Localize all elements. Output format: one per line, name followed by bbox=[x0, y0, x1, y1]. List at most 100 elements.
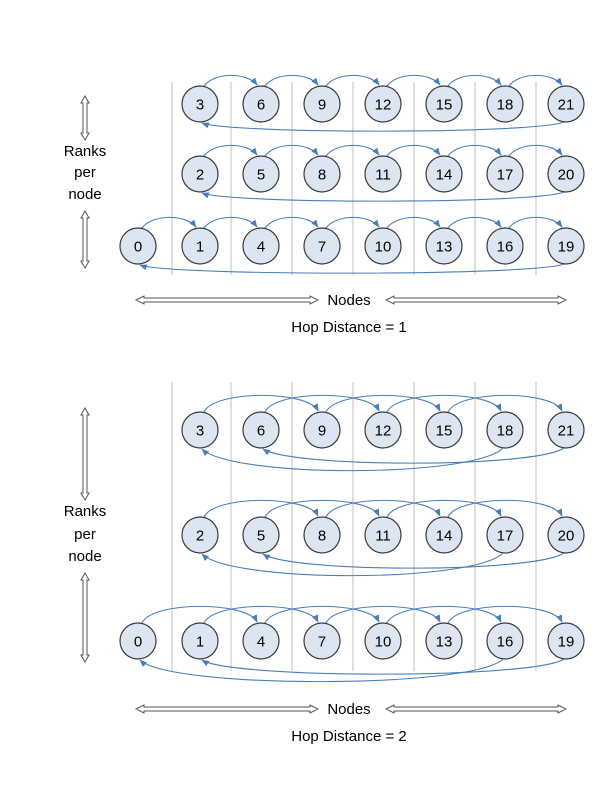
rank-node: 21 bbox=[547, 411, 585, 449]
rank-node-label: 1 bbox=[196, 239, 204, 256]
rank-node: 10 bbox=[364, 227, 402, 265]
rank-node: 8 bbox=[303, 516, 341, 554]
rank-node-label: 18 bbox=[497, 423, 514, 440]
rank-node-circle bbox=[181, 516, 219, 554]
rank-node-label: 4 bbox=[257, 634, 265, 651]
ranks-per-node-label: node bbox=[68, 186, 101, 203]
ring-arrow bbox=[264, 216, 319, 229]
rank-node: 16 bbox=[486, 622, 524, 660]
rank-node: 8 bbox=[303, 155, 341, 193]
rank-node-circle bbox=[364, 227, 402, 265]
rank-node-label: 12 bbox=[375, 423, 392, 440]
rank-row: 3 6 9 12 15 18 21 bbox=[181, 394, 585, 472]
ring-arrow bbox=[203, 499, 319, 518]
rank-node-label: 11 bbox=[375, 167, 391, 184]
rank-node-label: 17 bbox=[497, 528, 514, 545]
rank-node-label: 9 bbox=[318, 423, 326, 440]
rank-node-label: 3 bbox=[196, 97, 204, 114]
ring-arrow bbox=[203, 216, 258, 229]
ring-arrow bbox=[203, 144, 258, 157]
rank-node-label: 14 bbox=[436, 528, 453, 545]
rank-node-label: 10 bbox=[375, 634, 392, 651]
rank-node-label: 14 bbox=[436, 167, 453, 184]
rank-node-circle bbox=[364, 155, 402, 193]
rank-node-label: 8 bbox=[318, 167, 326, 184]
rank-node-circle bbox=[486, 85, 524, 123]
rank-node: 4 bbox=[242, 227, 280, 265]
rank-node-label: 9 bbox=[318, 97, 326, 114]
rank-node-label: 4 bbox=[257, 239, 265, 256]
ring-arrow bbox=[325, 394, 441, 413]
rank-node: 14 bbox=[425, 516, 463, 554]
rank-node: 11 bbox=[364, 155, 402, 193]
rank-node-circle bbox=[364, 85, 402, 123]
rank-node-circle bbox=[547, 411, 585, 449]
rank-node-label: 7 bbox=[318, 239, 326, 256]
rank-node: 3 bbox=[181, 411, 219, 449]
rank-node-label: 6 bbox=[257, 97, 265, 114]
ranks-per-node-label: node bbox=[68, 548, 101, 565]
rank-node-circle bbox=[181, 622, 219, 660]
wraparound-arrow bbox=[139, 658, 504, 683]
rank-node: 15 bbox=[425, 85, 463, 123]
nodes-label: Nodes bbox=[327, 701, 370, 718]
nodes-axis-arrow-left bbox=[134, 704, 320, 714]
rank-node-label: 13 bbox=[436, 239, 453, 256]
rank-node: 5 bbox=[242, 155, 280, 193]
ring-arrow bbox=[508, 216, 563, 229]
rank-node-label: 13 bbox=[436, 634, 453, 651]
rank-node-label: 8 bbox=[318, 528, 326, 545]
rank-node: 4 bbox=[242, 622, 280, 660]
wraparound-arrow bbox=[262, 552, 565, 569]
wraparound-arrow bbox=[201, 447, 504, 472]
ring-arrow bbox=[386, 216, 441, 229]
rank-node-label: 21 bbox=[558, 423, 575, 440]
rank-node-label: 15 bbox=[436, 423, 453, 440]
ring-arrow bbox=[325, 74, 380, 87]
rank-node-label: 12 bbox=[375, 97, 392, 114]
rank-node-circle bbox=[303, 516, 341, 554]
rank-node-label: 1 bbox=[196, 634, 204, 651]
rank-node-circle bbox=[242, 155, 280, 193]
rank-node: 13 bbox=[425, 622, 463, 660]
rank-node-label: 16 bbox=[497, 239, 514, 256]
rank-node-circle bbox=[425, 227, 463, 265]
rank-node-circle bbox=[425, 155, 463, 193]
rank-node-circle bbox=[486, 516, 524, 554]
ring-arrow bbox=[203, 605, 319, 624]
ring-arrow bbox=[264, 74, 319, 87]
rank-node-circle bbox=[486, 155, 524, 193]
rank-node: 18 bbox=[486, 85, 524, 123]
rank-node-circle bbox=[425, 85, 463, 123]
rank-row: 3 6 9 12 15 18 21 bbox=[181, 74, 585, 132]
ring-arrow bbox=[325, 499, 441, 518]
ring-arrow bbox=[447, 605, 563, 624]
ring-arrow bbox=[203, 394, 319, 413]
nodes-axis-arrow-right bbox=[384, 704, 568, 714]
nodes-axis-arrow-left bbox=[134, 295, 320, 305]
rank-node: 2 bbox=[181, 516, 219, 554]
wraparound-arrow bbox=[201, 552, 504, 577]
rank-node: 12 bbox=[364, 411, 402, 449]
rank-node-circle bbox=[303, 155, 341, 193]
rank-node: 20 bbox=[547, 516, 585, 554]
rank-node-label: 20 bbox=[558, 167, 575, 184]
rank-node: 21 bbox=[547, 85, 585, 123]
rank-node-label: 5 bbox=[257, 528, 265, 545]
rank-node: 2 bbox=[181, 155, 219, 193]
ranks-per-node-label: per bbox=[74, 526, 96, 543]
wraparound-arrow bbox=[201, 121, 565, 132]
rank-node-label: 5 bbox=[257, 167, 265, 184]
rank-node: 17 bbox=[486, 516, 524, 554]
wraparound-arrow bbox=[201, 658, 565, 675]
rank-node-circle bbox=[181, 411, 219, 449]
rank-node-label: 6 bbox=[257, 423, 265, 440]
rank-node-circle bbox=[547, 85, 585, 123]
rank-node: 1 bbox=[181, 227, 219, 265]
rank-node: 1 bbox=[181, 622, 219, 660]
